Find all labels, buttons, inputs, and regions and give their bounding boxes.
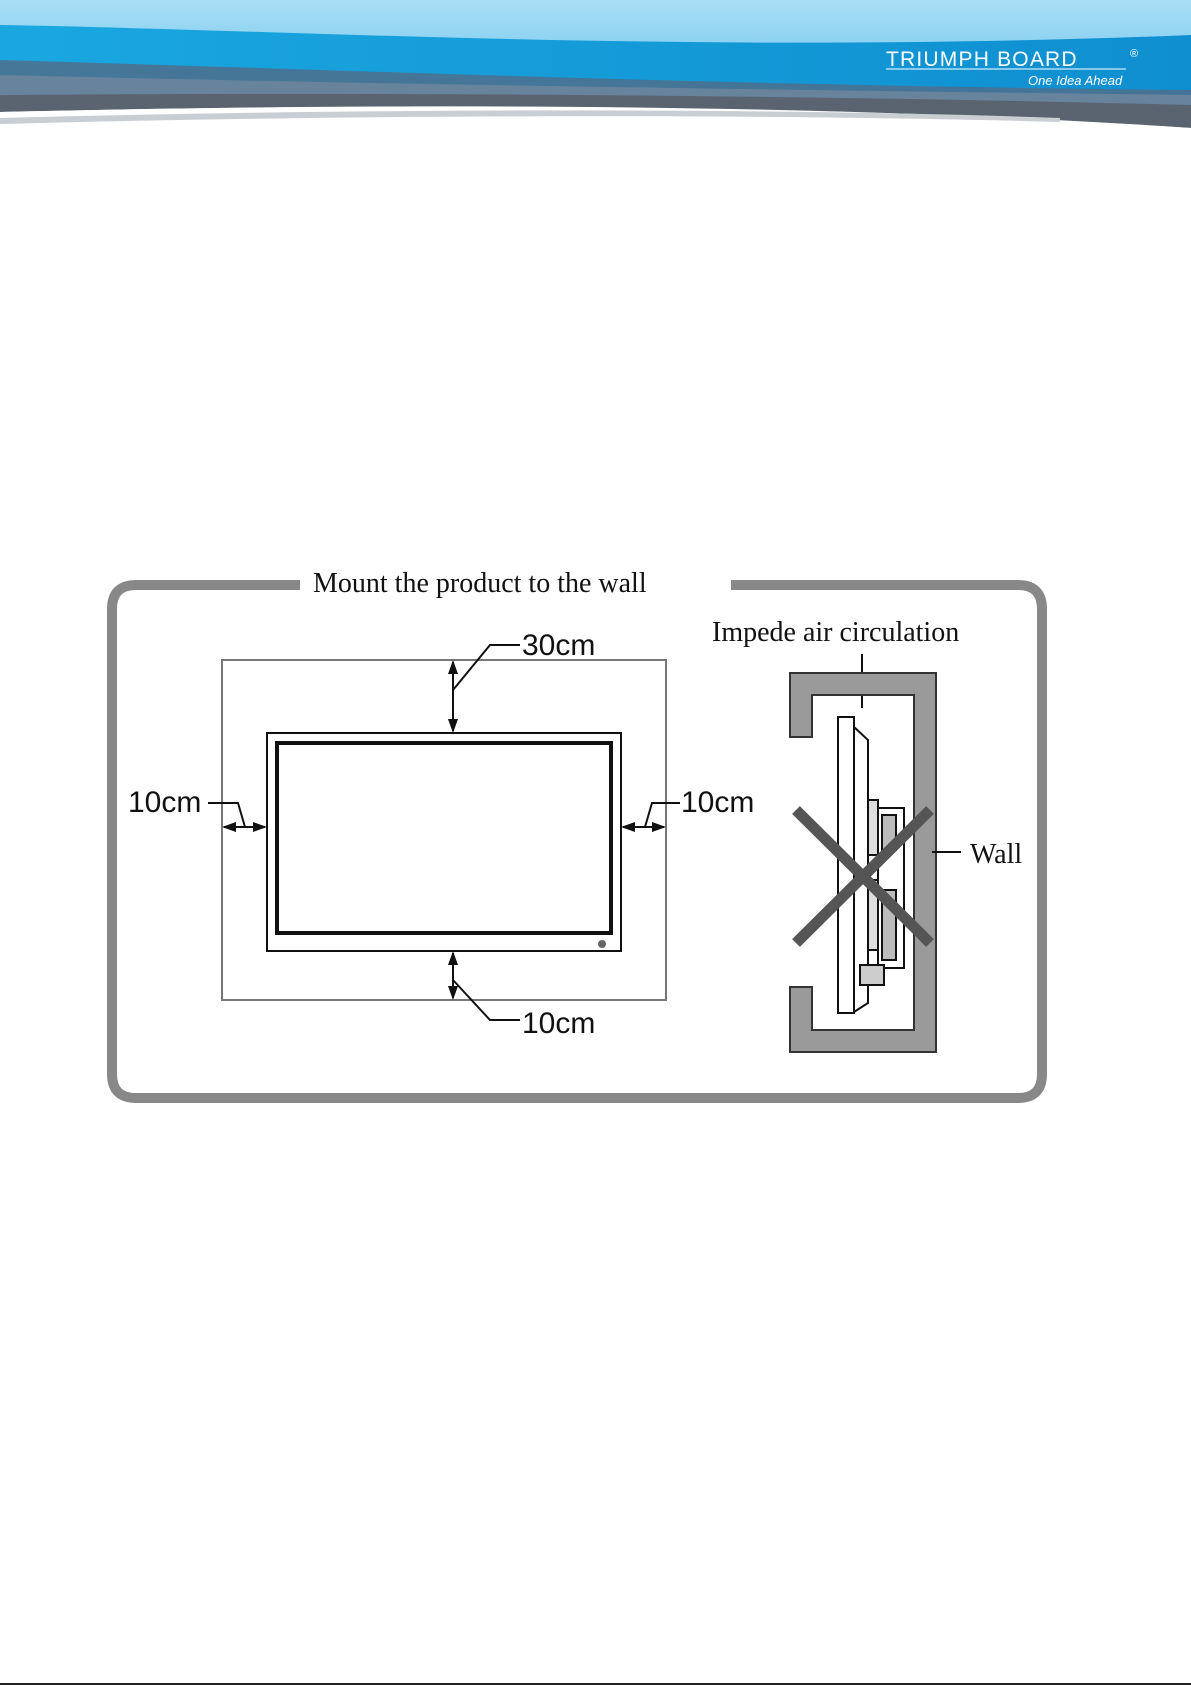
brand-tagline: One Idea Ahead: [1028, 73, 1123, 88]
bottom-clearance-arrow: [448, 951, 520, 1020]
wall-mount-diagram: Mount the product to the wall 30cm 10cm …: [0, 560, 1191, 1120]
left-clearance-arrow: [208, 803, 267, 832]
clearance-left-label: 10cm: [128, 786, 201, 819]
display-panel: [267, 733, 621, 951]
clearance-bottom-label: 10cm: [522, 1007, 595, 1040]
brand-name: TRIUMPH BOARD: [886, 48, 1078, 71]
diagram-title: Mount the product to the wall: [313, 568, 647, 599]
wall-label: Wall: [970, 839, 1022, 870]
display-screen: [277, 743, 611, 933]
header-banner: TRIUMPH BOARD ® One Idea Ahead: [0, 0, 1191, 135]
warning-label: Impede air circulation: [712, 617, 959, 648]
wall-niche: [790, 673, 936, 1052]
right-clearance-arrow: [621, 803, 680, 832]
power-indicator: [598, 940, 606, 948]
clearance-right-label: 10cm: [681, 786, 754, 819]
incorrect-mount-x: [796, 810, 930, 943]
clearance-top-label: 30cm: [522, 629, 595, 662]
registered-mark: ®: [1130, 48, 1138, 60]
top-clearance-arrow: [448, 645, 520, 733]
